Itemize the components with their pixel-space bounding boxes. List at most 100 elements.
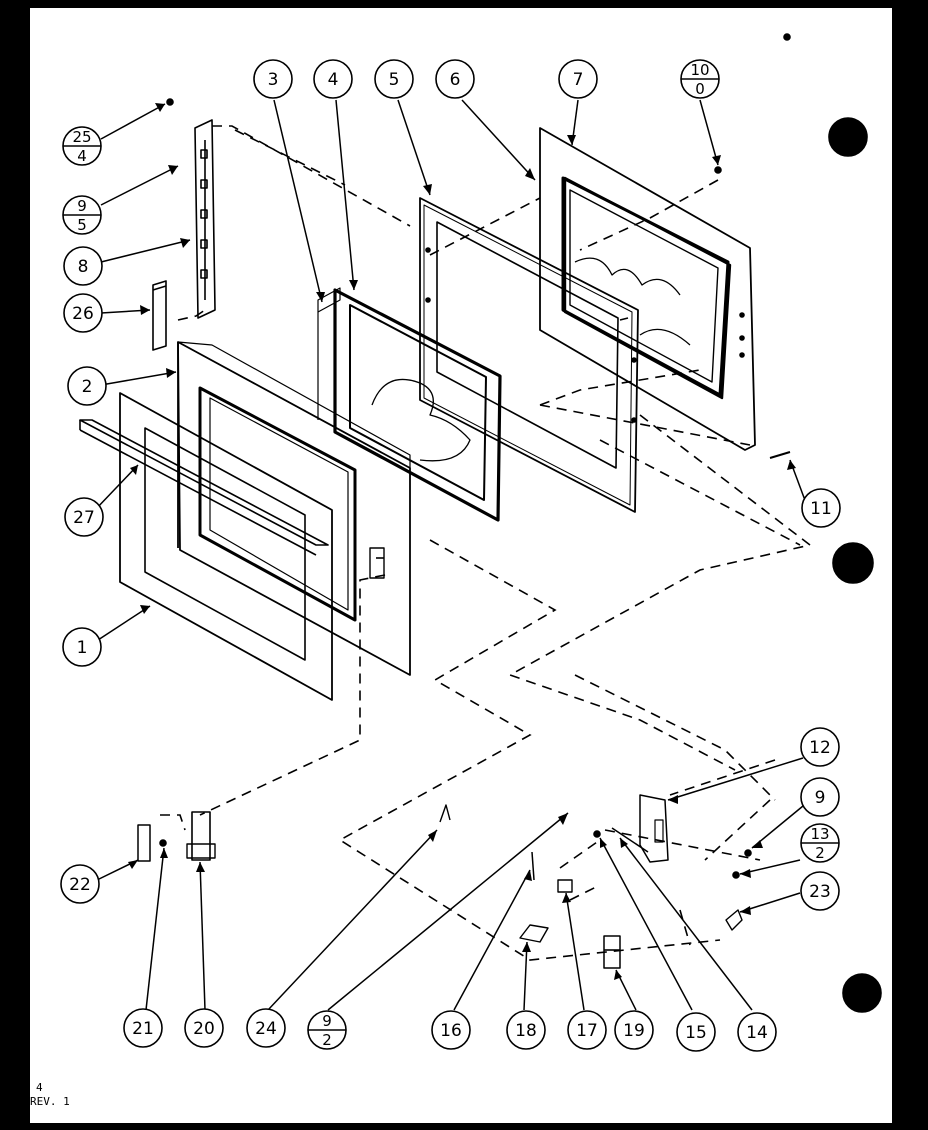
callout-label: 3 bbox=[268, 70, 279, 90]
callout-circle bbox=[374, 59, 414, 99]
callout-15: 15 bbox=[676, 1012, 716, 1052]
part-7-back-panel bbox=[539, 127, 756, 451]
part-8-hinge-strip bbox=[194, 119, 216, 319]
fraction-callout-9-5: 95 bbox=[62, 195, 102, 235]
callout-22: 22 bbox=[60, 864, 100, 904]
callout-label: 19 bbox=[623, 1021, 645, 1041]
callout-2: 2 bbox=[67, 366, 107, 406]
binder-hole-icon bbox=[842, 973, 882, 1013]
callout-label: 17 bbox=[576, 1021, 598, 1041]
callout-circle bbox=[431, 1010, 471, 1050]
callout-label: 16 bbox=[440, 1021, 462, 1041]
part-18-clip bbox=[519, 924, 549, 943]
part-20-latch bbox=[186, 811, 216, 861]
callout-label: 5 bbox=[389, 70, 400, 90]
callout-6: 6 bbox=[435, 59, 475, 99]
callout-circle bbox=[67, 366, 107, 406]
callout-label: 24 bbox=[255, 1019, 277, 1039]
callout-8: 8 bbox=[63, 246, 103, 286]
callout-circle bbox=[123, 1008, 163, 1048]
fraction-callout-25-4: 254 bbox=[62, 126, 102, 166]
callout-12: 12 bbox=[800, 727, 840, 767]
callout-circle bbox=[801, 488, 841, 528]
assembly-lines bbox=[160, 125, 812, 961]
callout-circle bbox=[60, 864, 100, 904]
part-17-switch bbox=[557, 879, 573, 893]
fraction-bottom: 2 bbox=[322, 1031, 332, 1049]
callout-circle bbox=[558, 59, 598, 99]
revision-label: REV. 1 bbox=[30, 1095, 70, 1108]
callout-circle bbox=[676, 1012, 716, 1052]
callout-16: 16 bbox=[431, 1010, 471, 1050]
fraction-bottom: 5 bbox=[77, 216, 87, 234]
callout-7: 7 bbox=[558, 59, 598, 99]
callout-label: 20 bbox=[193, 1019, 215, 1039]
arrowheads bbox=[128, 103, 796, 980]
callout-circle bbox=[246, 1008, 286, 1048]
callout-20: 20 bbox=[184, 1008, 224, 1048]
part-6-gasket bbox=[563, 176, 732, 400]
fraction-top: 10 bbox=[690, 61, 709, 79]
part-4-glass-frame bbox=[333, 288, 502, 522]
part-22-latch-cover bbox=[137, 824, 151, 862]
callout-circle bbox=[63, 246, 103, 286]
part-16-spring bbox=[531, 851, 535, 881]
drawing-sheet bbox=[30, 8, 892, 1123]
fraction-bottom: 4 bbox=[77, 147, 87, 165]
callout-circle bbox=[313, 59, 353, 99]
fraction-top: 9 bbox=[322, 1012, 332, 1030]
leader-lines bbox=[94, 99, 807, 1011]
part-9-screw bbox=[744, 849, 752, 857]
callout-label: 18 bbox=[515, 1021, 537, 1041]
callout-label: 1 bbox=[77, 638, 88, 658]
binder-hole-icon bbox=[828, 117, 868, 157]
callout-label: 22 bbox=[69, 875, 91, 895]
part-2-door-body bbox=[177, 341, 411, 676]
callout-circle bbox=[63, 293, 103, 333]
callout-label: 11 bbox=[810, 499, 832, 519]
callout-label: 26 bbox=[72, 304, 94, 324]
page-number: 4 bbox=[36, 1081, 43, 1094]
fraction-callout-9-2: 92 bbox=[307, 1010, 347, 1050]
part-26-bracket bbox=[152, 280, 167, 351]
callout-14: 14 bbox=[737, 1012, 777, 1052]
callout-3: 3 bbox=[253, 59, 293, 99]
part-1-outer-frame bbox=[119, 392, 333, 701]
callout-11: 11 bbox=[801, 488, 841, 528]
part-11-screw bbox=[769, 451, 791, 459]
callout-19: 19 bbox=[614, 1010, 654, 1050]
part-24-pin bbox=[439, 804, 451, 823]
callout-5: 5 bbox=[374, 59, 414, 99]
fraction-top: 25 bbox=[72, 128, 91, 146]
speck bbox=[783, 33, 791, 41]
part-27-handle-strip bbox=[79, 419, 329, 556]
callout-circle bbox=[800, 871, 840, 911]
fraction-callout-13-2: 132 bbox=[800, 823, 840, 863]
part-5-inner-frame bbox=[419, 197, 639, 513]
callout-label: 21 bbox=[132, 1019, 154, 1039]
callout-label: 27 bbox=[73, 508, 95, 528]
part-15-screw bbox=[593, 830, 601, 838]
callout-27: 27 bbox=[64, 497, 104, 537]
part-23-screw bbox=[725, 909, 743, 931]
callout-circle bbox=[62, 627, 102, 667]
callout-circle bbox=[737, 1012, 777, 1052]
callout-circle bbox=[800, 727, 840, 767]
part-3-glass bbox=[317, 287, 341, 420]
callout-17: 17 bbox=[567, 1010, 607, 1050]
fraction-bottom: 0 bbox=[695, 80, 705, 98]
callout-circle bbox=[800, 777, 840, 817]
part-13-screw bbox=[732, 871, 740, 879]
callout-24: 24 bbox=[246, 1008, 286, 1048]
callout-circle bbox=[614, 1010, 654, 1050]
binder-hole-icon bbox=[832, 542, 874, 584]
callout-circle bbox=[253, 59, 293, 99]
callout-1: 1 bbox=[62, 627, 102, 667]
callout-label: 2 bbox=[82, 377, 93, 397]
callout-circle bbox=[567, 1010, 607, 1050]
fraction-top: 9 bbox=[77, 197, 87, 215]
part-10-screw bbox=[714, 166, 722, 174]
callout-9: 9 bbox=[800, 777, 840, 817]
